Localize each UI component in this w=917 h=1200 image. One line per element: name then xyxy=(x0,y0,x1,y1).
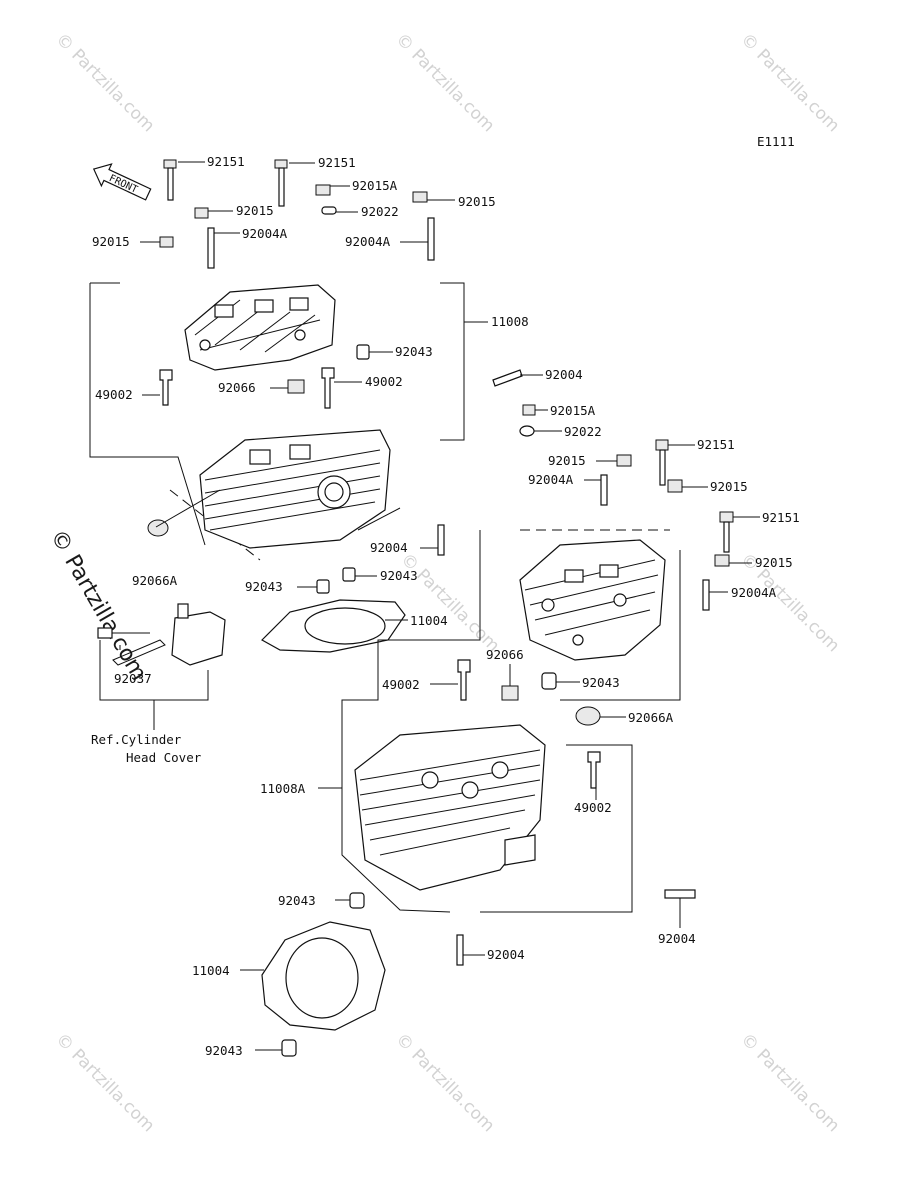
callout-92015a: 92015A xyxy=(550,403,596,418)
callout-92022: 92022 xyxy=(564,424,602,439)
rear-cylinder-head-lower xyxy=(199,429,391,549)
part-callouts: 92151 92151 92015A 92015 92022 92015 920… xyxy=(92,154,800,1058)
callout-92066: 92066 xyxy=(486,647,524,662)
callout-49002: 49002 xyxy=(365,374,403,389)
callout-92043: 92043 xyxy=(395,344,433,359)
callout-92151: 92151 xyxy=(207,154,245,169)
callout-92004a: 92004A xyxy=(731,585,777,600)
leader-lines xyxy=(119,161,760,1051)
callout-92151: 92151 xyxy=(318,155,356,170)
callout-92043: 92043 xyxy=(205,1043,243,1058)
callout-92151: 92151 xyxy=(697,437,735,452)
watermark-text: © Partzilla.com xyxy=(736,1029,843,1136)
front-small-parts xyxy=(281,404,734,1057)
callout-92004: 92004 xyxy=(545,367,583,382)
callout-49002: 49002 xyxy=(95,387,133,402)
callout-92004: 92004 xyxy=(487,947,525,962)
front-group-outline xyxy=(341,529,681,913)
callout-92004: 92004 xyxy=(370,540,408,555)
callout-92043: 92043 xyxy=(245,579,283,594)
callout-92004a: 92004A xyxy=(242,226,288,241)
front-cylinder-head-upper xyxy=(519,539,666,661)
callout-11004: 11004 xyxy=(410,613,448,628)
watermark-text: © Partzilla.com xyxy=(51,29,158,136)
watermark-text: © Partzilla.com xyxy=(391,29,498,136)
callout-92043: 92043 xyxy=(380,568,418,583)
callout-92151: 92151 xyxy=(762,510,800,525)
callout-92015: 92015 xyxy=(236,203,274,218)
watermark-text: © Partzilla.com xyxy=(736,29,843,136)
callout-92037: 92037 xyxy=(114,671,152,686)
front-cylinder-head-lower xyxy=(354,724,546,891)
callout-11004: 11004 xyxy=(192,963,230,978)
reference-note-line1: Ref.Cylinder xyxy=(91,732,182,747)
watermark-text: © Partzilla.com xyxy=(51,1029,158,1136)
callout-49002: 49002 xyxy=(382,677,420,692)
callout-11008a: 11008A xyxy=(260,781,306,796)
callout-49002: 49002 xyxy=(574,800,612,815)
watermark-text-dark: © Partzilla.com xyxy=(45,526,152,686)
callout-92004a: 92004A xyxy=(528,472,574,487)
callout-92022: 92022 xyxy=(361,204,399,219)
rear-small-parts xyxy=(147,159,523,594)
callout-92043: 92043 xyxy=(582,675,620,690)
reference-note-line2: Head Cover xyxy=(126,750,202,765)
callout-92015: 92015 xyxy=(92,234,130,249)
callout-92043: 92043 xyxy=(278,893,316,908)
callout-92004: 92004 xyxy=(658,931,696,946)
front-arrow-icon: FRONT xyxy=(92,163,152,201)
callout-92015: 92015 xyxy=(755,555,793,570)
callout-92004a: 92004A xyxy=(345,234,391,249)
diagram-code: E1111 xyxy=(757,134,795,149)
watermark-text: © Partzilla.com xyxy=(391,1029,498,1136)
front-cylinder-gasket xyxy=(261,921,386,1031)
rear-cylinder-head-upper xyxy=(184,284,336,371)
callout-92015: 92015 xyxy=(458,194,496,209)
rear-cylinder-gasket xyxy=(261,599,406,653)
callout-92015: 92015 xyxy=(710,479,748,494)
callout-92066a: 92066A xyxy=(628,710,674,725)
callout-92015: 92015 xyxy=(548,453,586,468)
callout-92015a: 92015A xyxy=(352,178,398,193)
rear-group-outline xyxy=(89,282,488,561)
callout-92066a: 92066A xyxy=(132,573,178,588)
callout-11008: 11008 xyxy=(491,314,529,329)
reed-valve-assembly xyxy=(97,603,226,730)
callout-92066: 92066 xyxy=(218,380,256,395)
